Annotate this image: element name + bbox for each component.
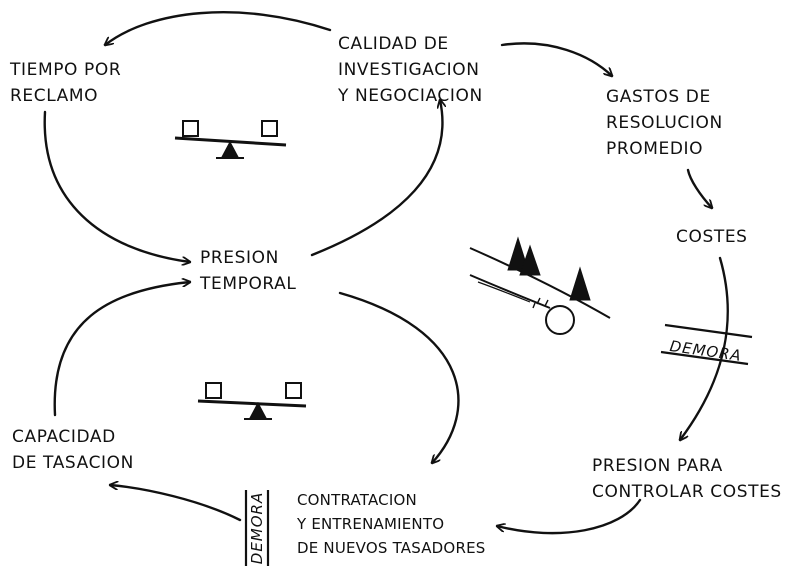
node-line: TEMPORAL <box>200 274 297 294</box>
node-line: PROMEDIO <box>606 139 704 159</box>
arrow-costes-to-presion-costes <box>680 256 729 440</box>
arrow-presion-temporal-to-contratacion <box>338 291 460 463</box>
arrow-calidad-to-tiempo <box>105 11 332 45</box>
node-line: CALIDAD DE <box>338 34 449 54</box>
node-line: CAPACIDAD <box>12 427 116 447</box>
balance-loop-icon <box>174 120 287 159</box>
node-line: INVESTIGACION <box>338 60 480 80</box>
delay-label-costes: DEMORA <box>669 337 743 365</box>
node-line: CONTROLAR COSTES <box>592 482 782 502</box>
arrow-contratacion-to-capacidad <box>110 485 242 522</box>
node-calidad-investigacion: CALIDAD DE INVESTIGACION Y NEGOCIACION <box>338 31 483 109</box>
balance-loop-icon <box>197 382 307 420</box>
node-line: RECLAMO <box>10 86 99 106</box>
snowball-loop-icon <box>469 236 611 335</box>
delay-marker-costes: DEMORA <box>660 323 753 366</box>
arrow-presion-temporal-to-calidad <box>310 100 442 257</box>
arrow-presion-costes-to-contratacion <box>497 498 642 535</box>
node-line: GASTOS DE <box>606 87 711 107</box>
node-costes: COSTES <box>676 224 748 250</box>
node-line: TIEMPO POR <box>10 60 122 80</box>
delay-label-contratacion: DEMORA <box>248 492 266 564</box>
node-line: Y ENTRENAMIENTO <box>297 515 445 533</box>
node-line: PRESION PARA <box>592 456 723 476</box>
node-capacidad-tasacion: CAPACIDAD DE TASACION <box>12 424 134 476</box>
node-line: COSTES <box>676 227 748 247</box>
node-line: RESOLUCION <box>606 113 723 133</box>
node-line: PRESION <box>200 248 279 268</box>
node-presion-temporal: PRESION TEMPORAL <box>200 245 296 297</box>
node-presion-controlar-costes: PRESION PARA CONTROLAR COSTES <box>592 453 782 505</box>
node-contratacion-entrenamiento: CONTRATACION Y ENTRENAMIENTO DE NUEVOS T… <box>297 488 485 560</box>
arrow-capacidad-to-presion-temporal <box>53 282 190 417</box>
arrow-calidad-to-gastos <box>500 42 612 76</box>
delay-marker-contratacion: DEMORA <box>244 490 270 566</box>
node-line: DE NUEVOS TASADORES <box>297 539 486 557</box>
node-tiempo-por-reclamo: TIEMPO POR RECLAMO <box>10 57 121 109</box>
arrow-tiempo-to-presion-temporal <box>43 110 190 262</box>
node-gastos-resolucion: GASTOS DE RESOLUCION PROMEDIO <box>606 84 723 162</box>
node-line: Y NEGOCIACION <box>338 86 483 106</box>
node-line: CONTRATACION <box>297 491 417 509</box>
arrow-gastos-to-costes <box>686 168 712 208</box>
node-line: DE TASACION <box>12 453 134 473</box>
